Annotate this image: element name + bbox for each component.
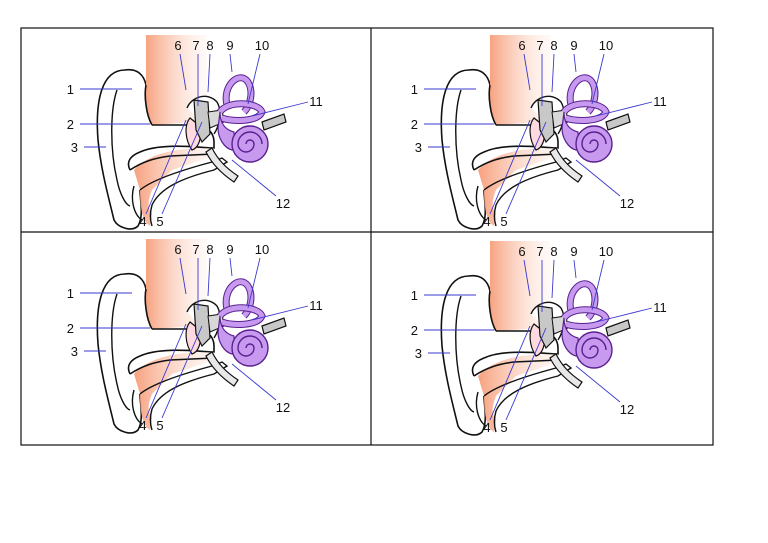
part-label-10: 10 [255, 242, 269, 257]
leader-line-9 [573, 53, 577, 73]
leader-line-8 [551, 53, 555, 93]
part-label-12: 12 [620, 402, 634, 417]
part-label-10: 10 [599, 38, 613, 53]
part-label-1: 1 [411, 82, 418, 97]
leader-line-9 [573, 259, 577, 279]
part-label-3: 3 [415, 140, 422, 155]
part-label-3: 3 [415, 346, 422, 361]
leader-line-5 [161, 121, 203, 215]
leader-line-6 [179, 257, 187, 295]
part-label-1: 1 [67, 82, 74, 97]
part-label-9: 9 [570, 244, 577, 259]
leader-line-11 [251, 101, 309, 117]
part-label-7: 7 [536, 38, 543, 53]
leader-line-10 [247, 257, 261, 309]
leader-line-12 [231, 363, 277, 401]
part-label-5: 5 [156, 214, 163, 229]
leader-line-9 [229, 53, 233, 73]
part-label-7: 7 [192, 38, 199, 53]
part-label-11: 11 [309, 94, 323, 109]
leader-line-12 [575, 159, 621, 197]
part-label-9: 9 [570, 38, 577, 53]
part-label-8: 8 [550, 244, 557, 259]
part-label-2: 2 [411, 323, 418, 338]
part-label-11: 11 [309, 298, 323, 313]
part-label-5: 5 [156, 418, 163, 433]
part-label-8: 8 [206, 38, 213, 53]
leader-line-11 [251, 305, 309, 321]
leader-line-5 [505, 121, 547, 215]
part-label-11: 11 [653, 94, 667, 109]
leader-line-12 [231, 159, 277, 197]
part-label-12: 12 [620, 196, 634, 211]
leader-line-6 [179, 53, 187, 91]
leader-line-10 [247, 53, 261, 105]
part-label-2: 2 [67, 321, 74, 336]
leader-line-6 [523, 259, 531, 297]
part-label-8: 8 [550, 38, 557, 53]
leader-line-4 [145, 119, 187, 215]
part-label-12: 12 [276, 196, 290, 211]
part-label-6: 6 [174, 242, 181, 257]
part-label-9: 9 [226, 38, 233, 53]
panel-grid [20, 27, 714, 446]
part-label-6: 6 [518, 38, 525, 53]
part-label-4: 4 [483, 420, 490, 435]
leader-line-11 [595, 101, 653, 117]
part-label-3: 3 [71, 140, 78, 155]
leader-line-5 [505, 327, 547, 421]
leader-line-4 [489, 325, 531, 421]
part-label-7: 7 [536, 244, 543, 259]
part-label-10: 10 [255, 38, 269, 53]
part-label-11: 11 [653, 300, 667, 315]
leader-line-8 [207, 53, 211, 93]
leader-line-4 [489, 119, 531, 215]
part-label-4: 4 [139, 214, 146, 229]
leader-line-4 [145, 323, 187, 419]
part-label-1: 1 [67, 286, 74, 301]
part-label-3: 3 [71, 344, 78, 359]
part-label-6: 6 [174, 38, 181, 53]
part-label-6: 6 [518, 244, 525, 259]
part-label-12: 12 [276, 400, 290, 415]
part-label-2: 2 [411, 117, 418, 132]
part-label-5: 5 [500, 214, 507, 229]
leader-line-12 [575, 365, 621, 403]
leader-line-8 [551, 259, 555, 299]
leader-line-11 [595, 307, 653, 323]
part-label-9: 9 [226, 242, 233, 257]
leader-line-10 [591, 53, 605, 105]
part-label-1: 1 [411, 288, 418, 303]
part-label-4: 4 [139, 418, 146, 433]
part-label-10: 10 [599, 244, 613, 259]
leader-line-9 [229, 257, 233, 277]
part-label-4: 4 [483, 214, 490, 229]
part-label-8: 8 [206, 242, 213, 257]
leader-line-5 [161, 325, 203, 419]
leader-line-6 [523, 53, 531, 91]
leader-line-10 [591, 259, 605, 311]
part-label-2: 2 [67, 117, 74, 132]
part-label-7: 7 [192, 242, 199, 257]
leader-line-8 [207, 257, 211, 297]
part-label-5: 5 [500, 420, 507, 435]
